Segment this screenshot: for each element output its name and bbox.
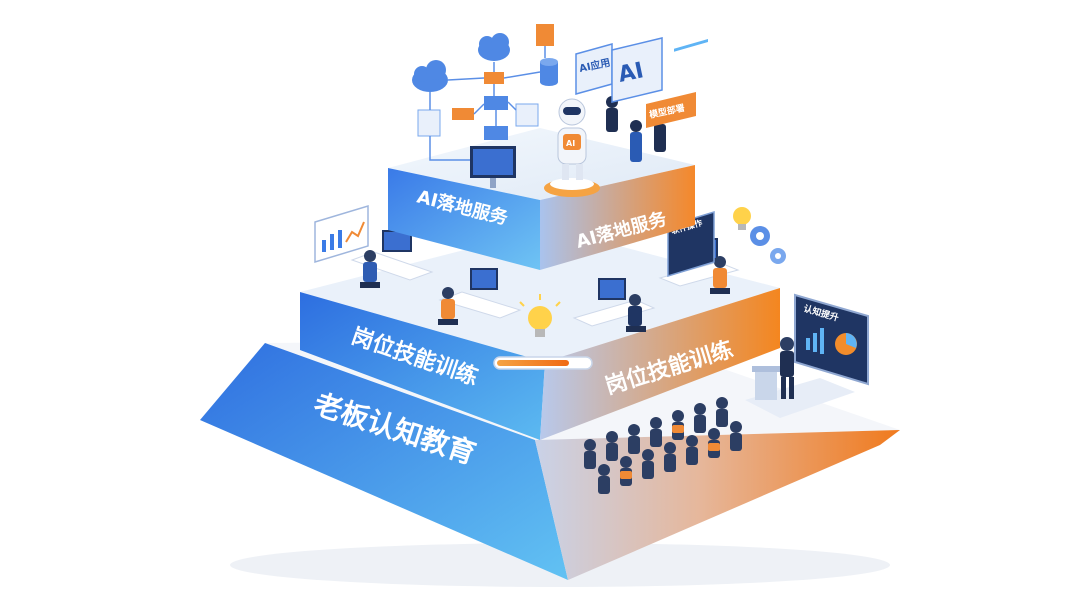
chart-card-left — [314, 204, 369, 264]
audience-accent — [620, 425, 720, 479]
presenter — [780, 337, 794, 351]
workstation-right-center — [572, 278, 656, 332]
robot-icon: AI — [544, 98, 600, 197]
audience-group — [584, 397, 742, 494]
lightbulb-icon-right — [733, 207, 751, 230]
robot-chest-label: AI — [566, 139, 575, 148]
tier-middle-front-face — [300, 292, 545, 440]
ai-big-label: AI — [616, 58, 646, 88]
tier-top-front-face — [388, 168, 540, 270]
cloud-icon — [412, 60, 448, 92]
workstation-center — [438, 268, 522, 325]
podium-icon — [755, 370, 777, 400]
progress-bar-icon — [493, 356, 593, 370]
cognition-board: 认知提升 — [794, 293, 869, 386]
tier-top-top-face — [388, 128, 695, 200]
database-icon — [540, 58, 558, 86]
gear-icon — [750, 226, 786, 264]
cloud-icon-2 — [478, 33, 510, 61]
tier-middle-side-face — [540, 288, 780, 440]
ai-panels: AI应用 AI 模型部署 — [575, 37, 696, 128]
flow-diagram — [412, 24, 558, 161]
tier-top: AI落地服务 AI落地服务 — [388, 128, 695, 270]
tier-bottom-front-face — [200, 343, 568, 580]
top-monitor — [470, 146, 516, 188]
lightbulb-icon — [519, 294, 561, 337]
software-ops-panel: 软件操作 — [667, 38, 715, 278]
presentation-stage — [745, 337, 855, 418]
workstation-left — [350, 230, 434, 288]
flow-node-orange-top — [536, 24, 554, 46]
chart-board-icon — [806, 328, 857, 355]
